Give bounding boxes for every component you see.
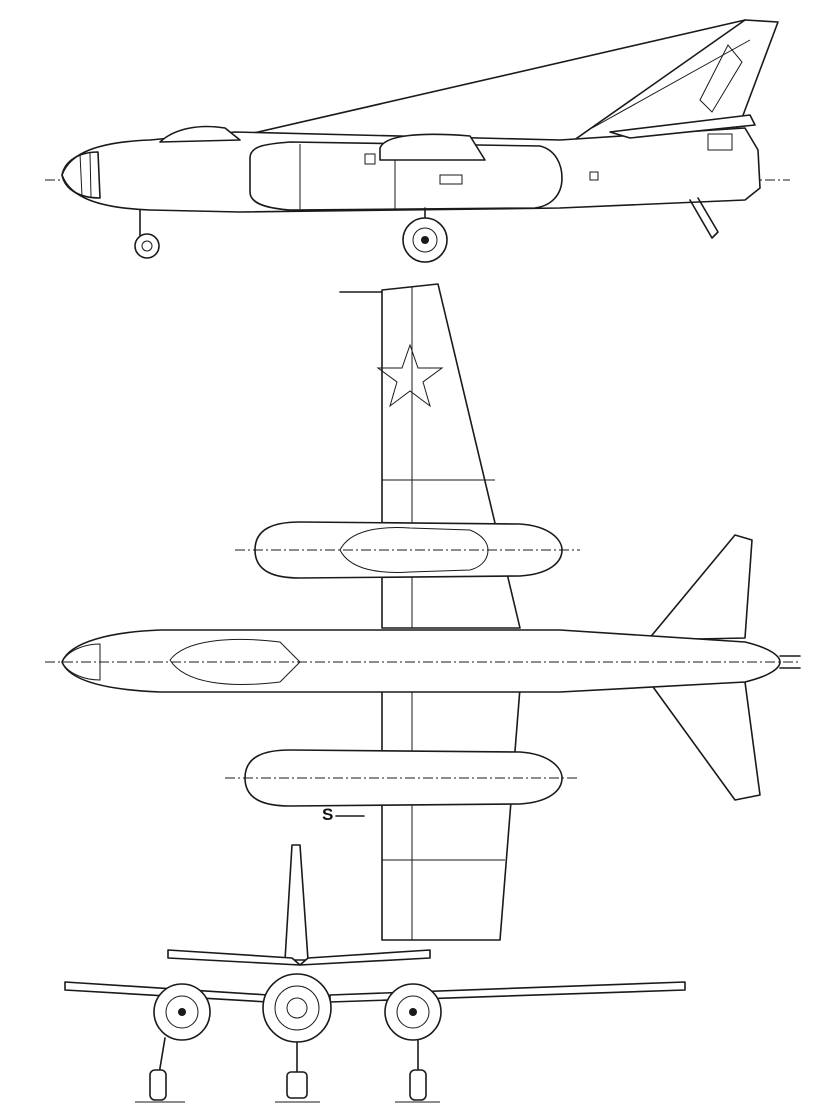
side-wing-fairing [379,133,486,161]
side-view [45,19,790,263]
front-view [64,844,686,1103]
front-fin [284,844,309,961]
top-fuselage [61,629,781,693]
side-horizontal-stabilizer [609,114,756,139]
top-wing-lower [381,687,521,941]
top-nose-glazing [61,643,101,681]
side-canopy [159,125,241,143]
front-tailplane-left [167,949,301,966]
side-tail-bumper [689,197,719,239]
front-tailplane-right [299,949,431,966]
top-upper-nacelle-intake [339,527,489,573]
top-view [45,283,801,941]
side-nose-glazing [61,151,101,199]
front-fuselage [262,973,332,1043]
side-nose-wheel [134,233,160,259]
top-wing-star [376,343,444,408]
front-gear-nose-wheel [286,1071,308,1099]
side-tail-star [699,44,743,113]
side-dorsal-fin [231,19,746,139]
front-wing-right [329,981,686,1003]
front-nose-glazing [274,985,320,1031]
side-nose-frames [79,152,92,198]
top-stabilizer-lower [647,679,761,801]
top-canopy [169,638,301,685]
front-nacelle-right-intake [396,995,430,1029]
front-gear-left-wheel [149,1069,167,1101]
side-main-wheel-hub [421,236,429,244]
front-nacelle-left-spinner [178,1008,186,1016]
side-panel [589,171,599,181]
side-tail-spar-line [591,39,751,129]
section-marker-label: S [322,805,334,824]
side-panel [439,174,463,185]
side-nose-wheel-hub [141,240,153,252]
side-panel [707,133,733,151]
top-upper-nacelle [254,521,563,579]
side-main-wheel-rim [412,227,438,253]
top-stabilizer-upper [647,534,753,641]
front-nose-glazing-inner [286,997,308,1019]
front-nacelle-right-spinner [409,1008,417,1016]
side-panel [364,153,376,165]
front-nacelle-left-intake [165,995,199,1029]
front-gear-right-wheel [409,1069,427,1101]
